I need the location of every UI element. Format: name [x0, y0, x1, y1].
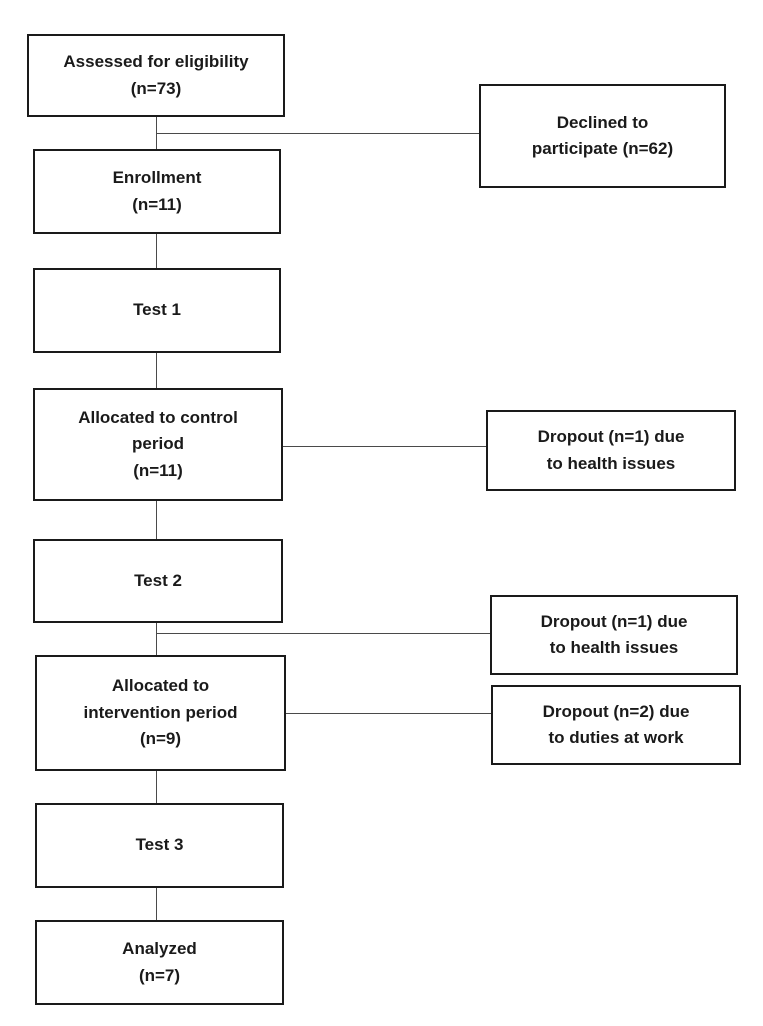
connector-test3-analyzed — [156, 887, 157, 921]
connector-dropout-control — [282, 446, 487, 447]
intervention-line2: intervention period — [83, 702, 238, 722]
dropout-duties-line1: Dropout (n=2) due — [542, 701, 690, 721]
intervention-line1: Allocated to — [111, 676, 210, 696]
test2-box: Test 2 — [33, 539, 283, 623]
enrollment-box: Enrollment (n=11) — [33, 149, 281, 234]
dropout-control-line1: Dropout (n=1) due — [537, 427, 685, 447]
dropout-health-line2: to health issues — [549, 638, 679, 657]
dropout-health-line1: Dropout (n=1) due — [540, 611, 688, 631]
connector-test1-control — [156, 352, 157, 389]
test3-title: Test 3 — [135, 835, 184, 855]
analyzed-count: (n=7) — [138, 965, 181, 985]
analyzed-title: Analyzed — [122, 939, 197, 959]
test3-box: Test 3 — [35, 803, 284, 888]
intervention-count: (n=9) — [139, 729, 182, 749]
declined-box: Declined to participate (n=62) — [479, 84, 726, 188]
analyzed-box: Analyzed (n=7) — [35, 920, 284, 1005]
control-box: Allocated to control period (n=11) — [33, 388, 283, 501]
dropout-control-line2: to health issues — [546, 453, 676, 473]
connector-dropout-duties — [286, 713, 492, 714]
control-line1: Allocated to control — [78, 407, 238, 427]
dropout-control-box: Dropout (n=1) due to health issues — [486, 410, 736, 491]
connector-enrollment-test1 — [156, 233, 157, 269]
connector-declined — [156, 133, 480, 134]
test2-title: Test 2 — [134, 570, 182, 590]
connector-intervention-test3 — [156, 770, 157, 804]
control-line2: period — [132, 434, 184, 454]
test1-box: Test 1 — [33, 268, 281, 353]
declined-line2: participate (n=62) — [531, 139, 674, 158]
assessed-box: Assessed for eligibility (n=73) — [27, 34, 285, 117]
intervention-box: Allocated to intervention period (n=9) — [35, 655, 286, 771]
assessed-count: (n=73) — [130, 78, 182, 98]
declined-line1: Declined to — [556, 112, 649, 132]
test1-title: Test 1 — [133, 300, 181, 320]
connector-test2-intervention — [156, 622, 157, 656]
control-count: (n=11) — [133, 460, 183, 480]
assessed-title: Assessed for eligibility — [63, 52, 249, 72]
enrollment-count: (n=11) — [132, 194, 182, 214]
enrollment-title: Enrollment — [112, 168, 202, 188]
dropout-health-box: Dropout (n=1) due to health issues — [490, 595, 738, 675]
connector-control-test2 — [156, 500, 157, 540]
dropout-duties-line2: to duties at work — [548, 728, 684, 747]
dropout-duties-box: Dropout (n=2) due to duties at work — [491, 685, 741, 765]
connector-dropout-health — [156, 633, 491, 634]
